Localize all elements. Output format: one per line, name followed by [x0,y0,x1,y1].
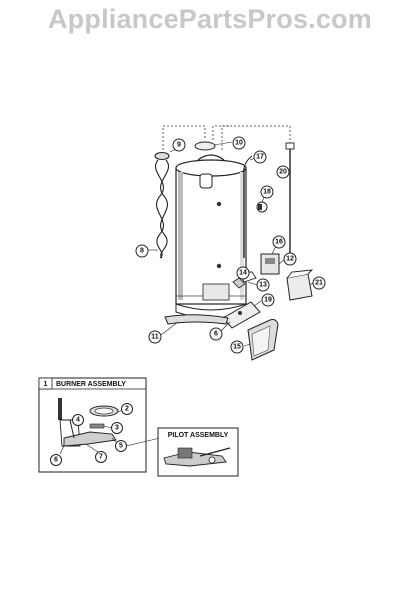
svg-text:4: 4 [76,417,80,424]
svg-text:14: 14 [239,270,247,277]
callout-4: 4 [72,414,84,426]
callout-6: 6 [209,327,223,341]
burner-door [222,301,261,329]
callout-5: 5 [115,440,127,452]
callout-14: 14 [236,266,250,280]
svg-text:13: 13 [259,282,267,289]
svg-text:2: 2 [125,406,129,413]
svg-text:7: 7 [99,454,103,461]
callout-7: 7 [95,451,107,463]
outer-door [247,319,279,361]
watermark-logo: AppliancePartsPros.com [47,4,372,34]
water-heater-tank [175,141,247,319]
callout-21: 21 [312,276,326,290]
callout-12: 12 [283,252,297,266]
control-cover [286,269,314,301]
callout-9: 9 [172,138,186,152]
svg-text:15: 15 [233,344,241,351]
callout-18: 18 [260,185,274,199]
callout-8: 8 [135,244,149,258]
svg-text:16: 16 [275,239,283,246]
svg-text:3: 3 [115,425,119,432]
svg-text:12: 12 [286,256,294,263]
pilot-assembly-title: PILOT ASSEMBLY [168,432,229,439]
base-shield [164,314,229,325]
callout-15: 15 [230,340,244,354]
svg-text:5: 5 [119,443,123,450]
svg-text:6: 6 [54,457,58,464]
top-leader-lines [162,125,291,150]
svg-text:10: 10 [235,140,243,147]
callout-20: 20 [276,165,290,179]
svg-text:6: 6 [214,331,218,338]
callout-6-inset: 6 [50,454,62,466]
svg-text:20: 20 [279,169,287,176]
callout-11: 11 [148,330,162,344]
svg-text:17: 17 [256,154,264,161]
relief-valve [256,201,268,213]
inset-number: 1 [44,381,48,388]
svg-text:9: 9 [177,142,181,149]
callout-17: 17 [253,150,267,164]
pilot-assembly-inset: PILOT ASSEMBLY [157,427,239,477]
callout-13: 13 [256,278,270,292]
callout-3: 3 [111,422,123,434]
inset-title: BURNER ASSEMBLY [56,381,126,388]
svg-text:21: 21 [315,280,323,287]
anode-rod [285,142,295,262]
fitting-part [232,277,246,289]
gas-control-valve [260,253,280,275]
svg-text:8: 8 [140,248,144,255]
callout-2: 2 [121,403,133,415]
svg-text:11: 11 [151,334,159,341]
svg-text:19: 19 [264,297,272,304]
burner-assembly-inset: 1 BURNER ASSEMBLY 2 3 4 5 6 7 [38,377,161,473]
flex-hose [154,151,170,259]
callout-10: 10 [232,136,246,150]
callout-16: 16 [272,235,286,249]
callout-19: 19 [261,293,275,307]
svg-text:18: 18 [263,189,271,196]
